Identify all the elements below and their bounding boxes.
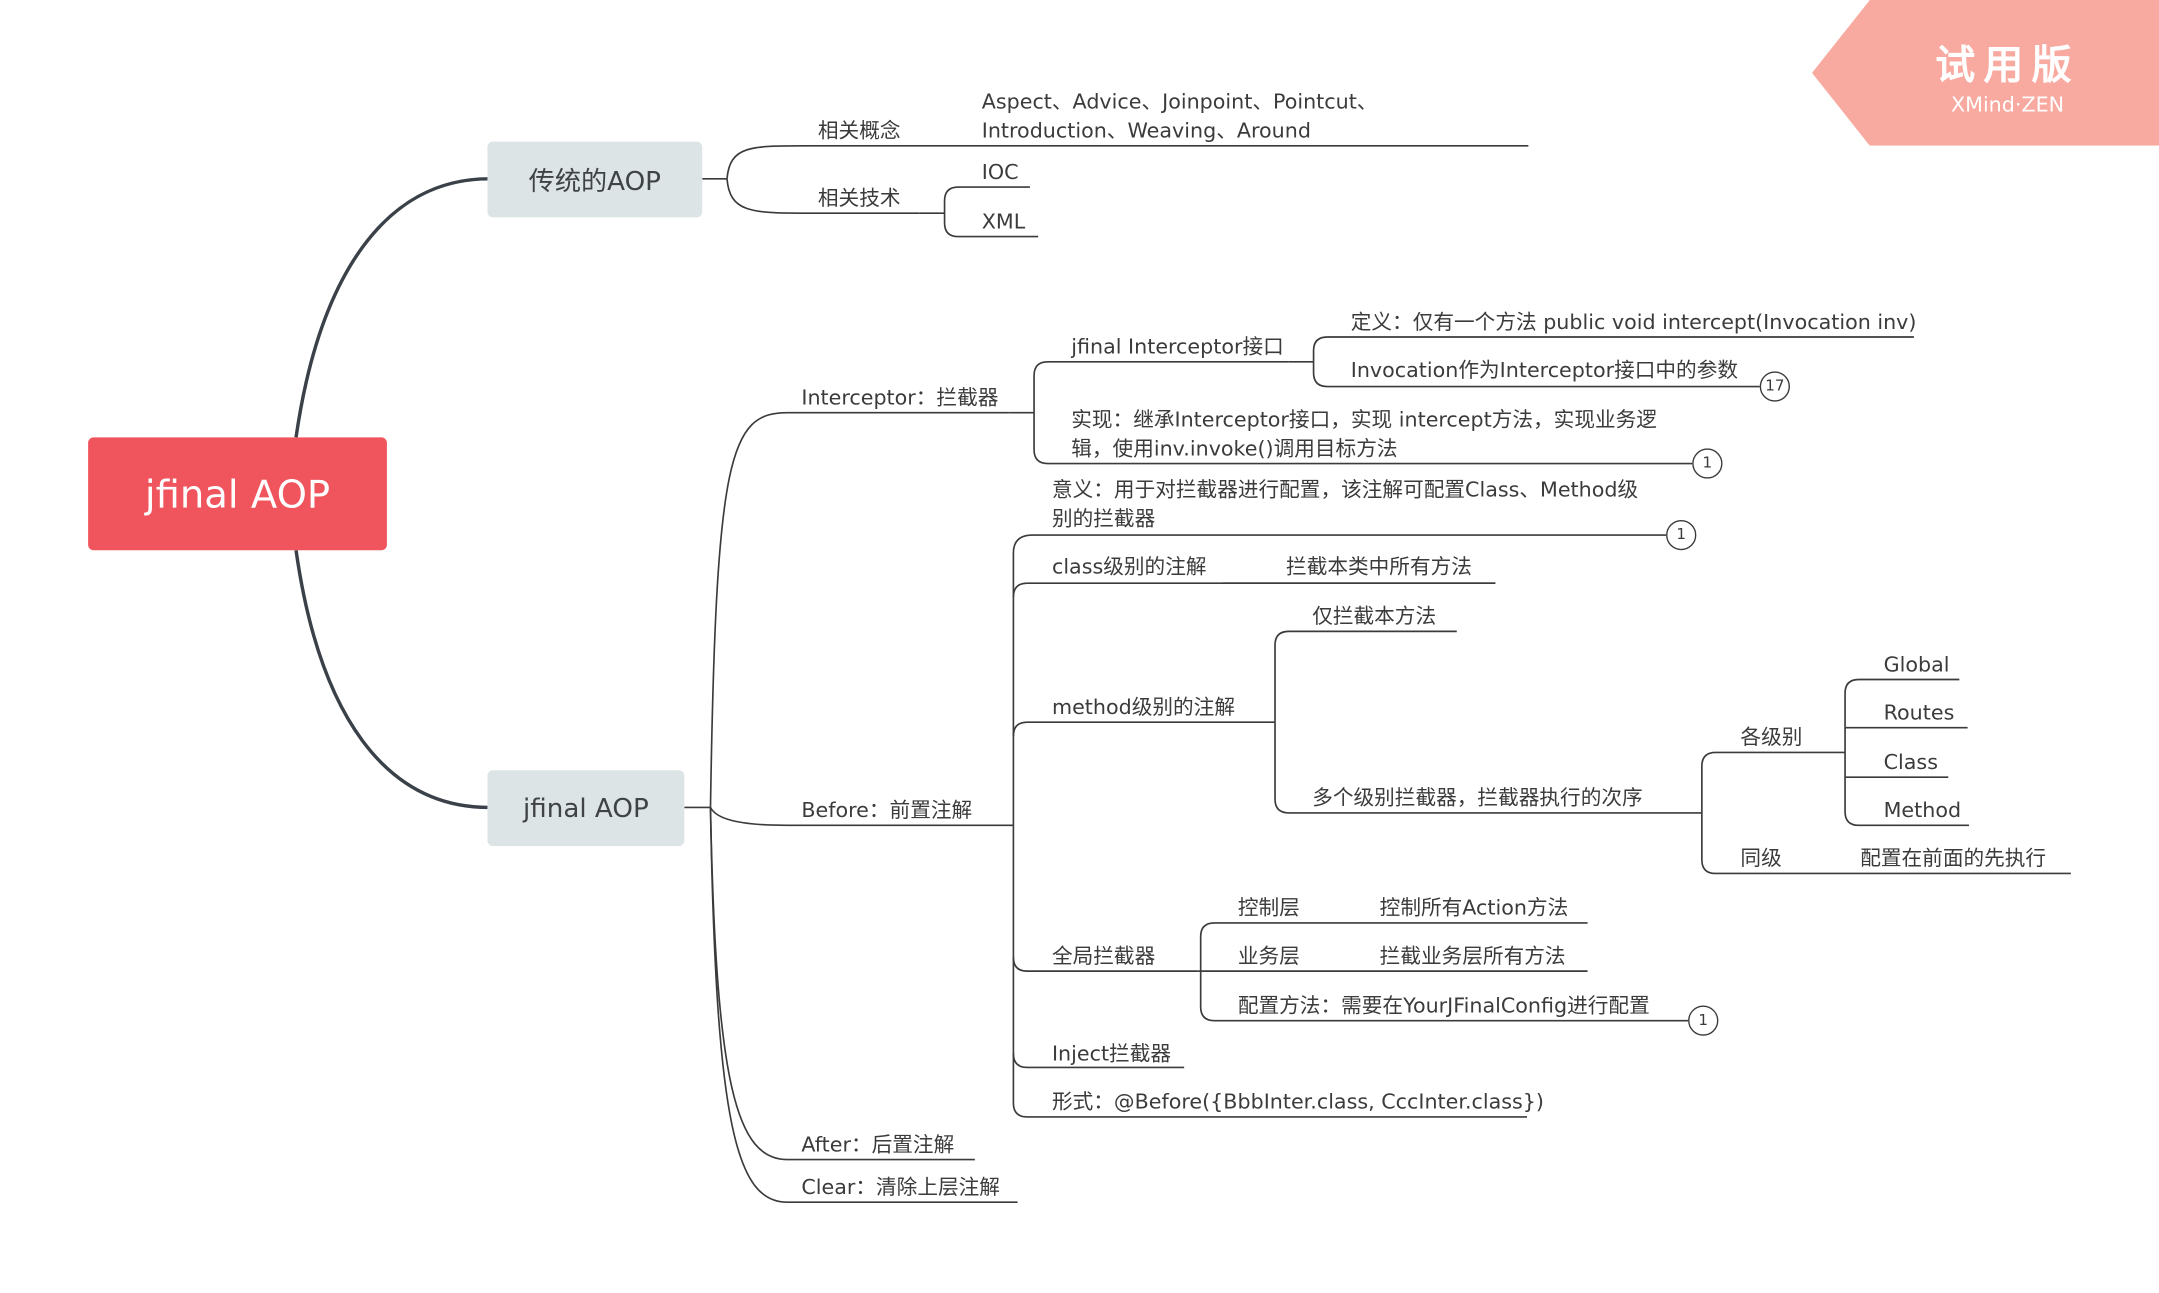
connector-interceptor-impl [1033,412,1693,465]
meaning-child-count-badge[interactable]: 1 [1666,519,1697,551]
subtopic-interceptor-interface[interactable]: jfinal Interceptor接口 [1071,334,1284,360]
subtopic-global-service[interactable]: 业务层 [1237,943,1300,969]
connector-iface-definition [1312,336,1914,362]
connector-jfinal-after [709,807,975,1161]
connector-global-controller [1199,922,1588,972]
connector-global-config [1199,971,1689,1022]
connector-level-method [1844,752,1969,827]
connector-tech-ioc [943,186,1030,214]
connector-root-traditional [294,177,489,438]
subtopic-concepts-value[interactable]: Aspect、Advice、Joinpoint、Pointcut、Introdu… [981,89,1378,144]
subtopic-method-order[interactable]: 多个级别拦截器，拦截器执行的次序 [1312,785,1643,811]
subtopic-level-routes[interactable]: Routes [1883,700,1955,725]
connector-order-same [1701,812,1818,875]
subtopic-tech-ioc[interactable]: IOC [981,159,1019,185]
subtopic-class-level-value[interactable]: 拦截本类中所有方法 [1286,554,1472,580]
subtopic-level-global[interactable]: Global [1883,652,1950,677]
subtopic-level-method[interactable]: Method [1883,797,1962,823]
subtopic-global-controller-value[interactable]: 控制所有Action方法 [1379,895,1569,921]
connector-method-order [1274,722,1702,814]
subtopic-interface-invocation[interactable]: Invocation作为Interceptor接口中的参数 [1350,357,1739,383]
connector-traditional-concepts [726,144,1529,179]
connector-jfinal-interceptor [709,411,1010,808]
subtopic-order-levels[interactable]: 各级别 [1740,724,1803,750]
watermark-subtitle: XMind·ZEN [1950,92,2065,117]
watermark-ribbon [1812,0,2159,146]
subtopic-global-controller[interactable]: 控制层 [1237,895,1300,921]
subtopic-interface-definition[interactable]: 定义：仅有一个方法 public void intercept(Invocati… [1350,309,1917,335]
subtopic-order-same-value[interactable]: 配置在前面的先执行 [1860,845,2047,871]
config-child-count-badge[interactable]: 1 [1688,1005,1719,1036]
connector-order-levels [1701,751,1818,813]
connector-traditional-tech [726,178,920,215]
connector-before-method [1012,721,1276,736]
connector-tech-xml [943,213,1039,238]
subtopic-order-same[interactable]: 同级 [1740,845,1782,871]
trial-watermark: 试用版 XMind·ZEN [1812,0,2159,146]
subtopic-clear[interactable]: Clear：清除上层注解 [801,1174,1000,1200]
connector-before-trunk [1012,534,1667,826]
subtopic-before-form[interactable]: 形式：@Before({BbbInter.class, CccInter.cla… [1051,1089,1544,1115]
subtopic-tech-xml[interactable]: XML [981,209,1026,234]
connector-root-jfinal [294,549,489,810]
subtopic-concepts[interactable]: 相关概念 [817,118,901,144]
connector-jfinal-before [709,807,1014,827]
subtopic-method-only[interactable]: 仅拦截本方法 [1312,603,1437,629]
connector-method-only [1274,630,1457,723]
subtopic-level-class[interactable]: Class [1883,749,1938,775]
subtopic-before-meaning[interactable]: 意义：用于对拦截器进行配置，该注解可配置Class、Method级别的拦截器 [1051,477,1639,531]
subtopic-global-config[interactable]: 配置方法：需要在YourJFinalConfig进行配置 [1237,993,1650,1018]
subtopic-method-level[interactable]: method级别的注解 [1051,694,1236,720]
subtopic-global-interceptor[interactable]: 全局拦截器 [1051,943,1156,969]
topic-traditional-aop[interactable]: 传统的AOP [487,141,703,218]
subtopic-before[interactable]: Before：前置注解 [801,797,973,823]
connector-interceptor-iface [1033,360,1289,413]
subtopic-class-level[interactable]: class级别的注解 [1051,554,1207,580]
connector-jfinal-clear [709,807,1018,1204]
connector-before-class [1012,582,1496,598]
invocation-child-count-badge[interactable]: 17 [1759,371,1790,402]
subtopic-inject-interceptor[interactable]: Inject拦截器 [1051,1041,1172,1067]
subtopic-global-service-value[interactable]: 拦截业务层所有方法 [1379,943,1566,969]
subtopic-after[interactable]: After：后置注解 [801,1132,955,1157]
subtopic-interceptor-impl[interactable]: 实现：继承Interceptor接口，实现 intercept方法，实现业务逻辑… [1071,407,1657,461]
connector-before-form [1012,1053,1527,1118]
subtopic-tech[interactable]: 相关技术 [817,185,901,211]
connector-iface-invocation [1312,361,1760,388]
connector-level-global [1844,678,1960,753]
topic-jfinal-aop[interactable]: jfinal AOP [487,770,685,846]
subtopic-interceptor[interactable]: Interceptor：拦截器 [801,385,999,410]
root-topic[interactable]: jfinal AOP [88,437,387,551]
watermark-title: 试用版 [1935,41,2080,89]
impl-child-count-badge[interactable]: 1 [1692,448,1723,479]
